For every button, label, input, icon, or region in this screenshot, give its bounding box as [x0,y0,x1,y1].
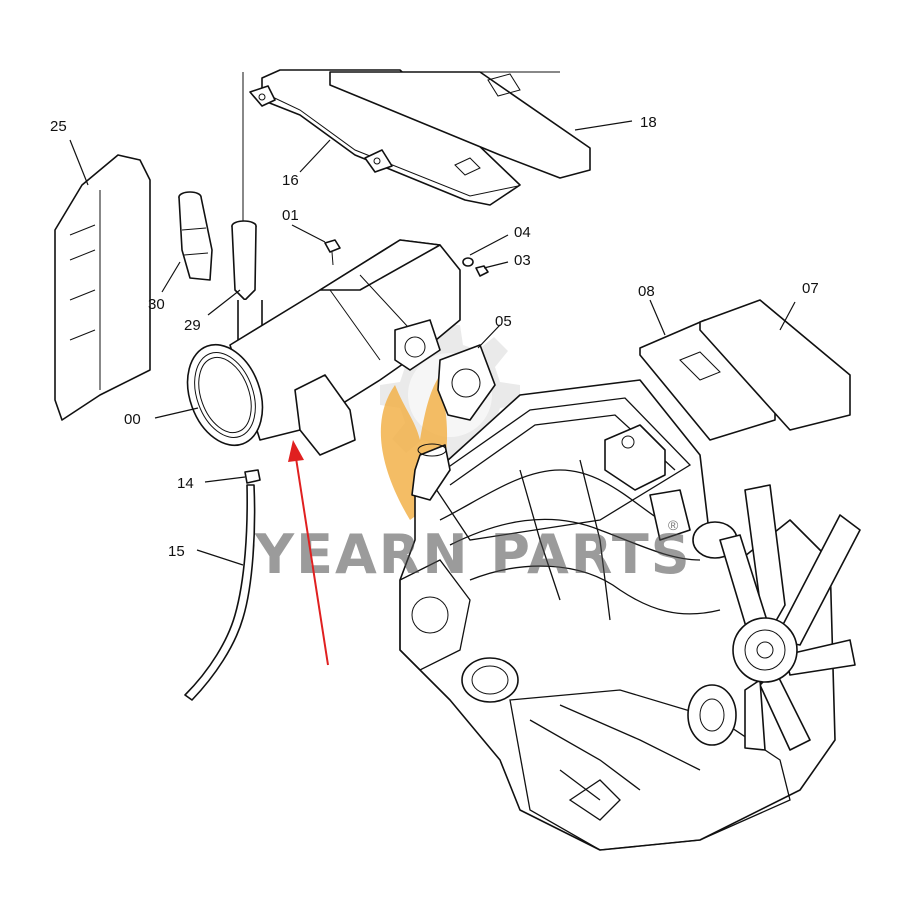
callout-16: 16 [282,172,299,189]
callout-25: 25 [50,118,67,135]
part-07-plate [699,299,851,431]
part-03-nut [475,265,489,277]
part-18-bar [329,71,591,179]
callout-01: 01 [282,207,299,224]
callout-03: 03 [514,252,531,269]
callout-14: 14 [177,475,194,492]
callout-05: 05 [495,313,512,330]
watermark-registered-mark: ® [668,517,679,533]
part-04-washer [462,257,474,267]
fan [719,484,861,751]
callout-04: 04 [514,224,531,241]
part-00-muffler [186,239,461,456]
callout-00: 00 [124,411,141,428]
callout-labels: 25 30 29 00 16 18 01 04 03 05 08 07 14 1… [50,114,819,560]
part-29-tailpipe [231,72,263,356]
callout-07: 07 [802,280,819,297]
part-01-bolt [324,239,341,266]
callout-29: 29 [184,317,201,334]
part-16-cover [249,69,521,206]
callout-08: 08 [638,283,655,300]
part-14-clamp [244,469,261,484]
leader-lines [69,120,796,566]
part-05-gasket [437,344,496,421]
callout-18: 18 [640,114,657,131]
callout-30: 30 [148,296,165,313]
part-25-shield [54,154,151,421]
crank-pulley [687,684,737,746]
red-arrow-indicator [288,440,329,666]
part-30-hose [178,191,213,281]
part-15-hose [184,484,256,701]
watermark-brand-text: YEARN PARTS [254,523,692,586]
callout-15: 15 [168,543,185,560]
